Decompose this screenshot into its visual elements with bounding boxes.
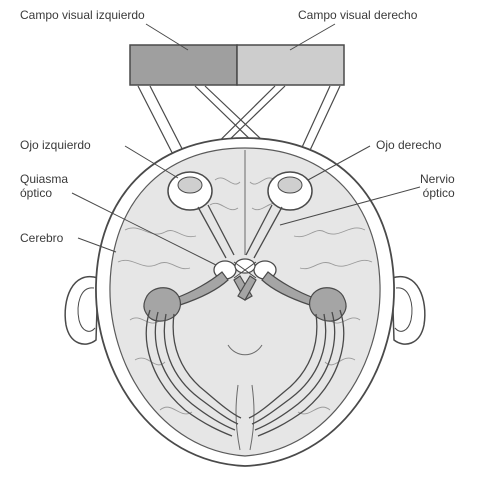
optic-nerve-label: Nervio óptico	[420, 172, 455, 200]
right-eye-label: Ojo derecho	[376, 138, 441, 152]
optic-chiasm-label: Quiasma óptico	[20, 172, 68, 200]
right-ear	[392, 277, 425, 344]
left-ear	[65, 277, 98, 344]
right-eyeball	[268, 172, 312, 210]
right-visual-field-label: Campo visual derecho	[298, 8, 417, 22]
left-eye-label: Ojo izquierdo	[20, 138, 91, 152]
left-visual-field-label: Campo visual izquierdo	[20, 8, 145, 22]
left-eyeball	[168, 172, 212, 210]
optic-nerve-label-line1: Nervio	[420, 172, 455, 186]
brain-label: Cerebro	[20, 231, 63, 245]
optic-nerve-label-line2: óptico	[420, 186, 455, 200]
right-visual-field-panel	[237, 45, 344, 85]
optic-chiasm-label-line1: Quiasma	[20, 172, 68, 186]
left-visual-field-panel	[130, 45, 237, 85]
optic-chiasm-label-line2: óptico	[20, 186, 68, 200]
